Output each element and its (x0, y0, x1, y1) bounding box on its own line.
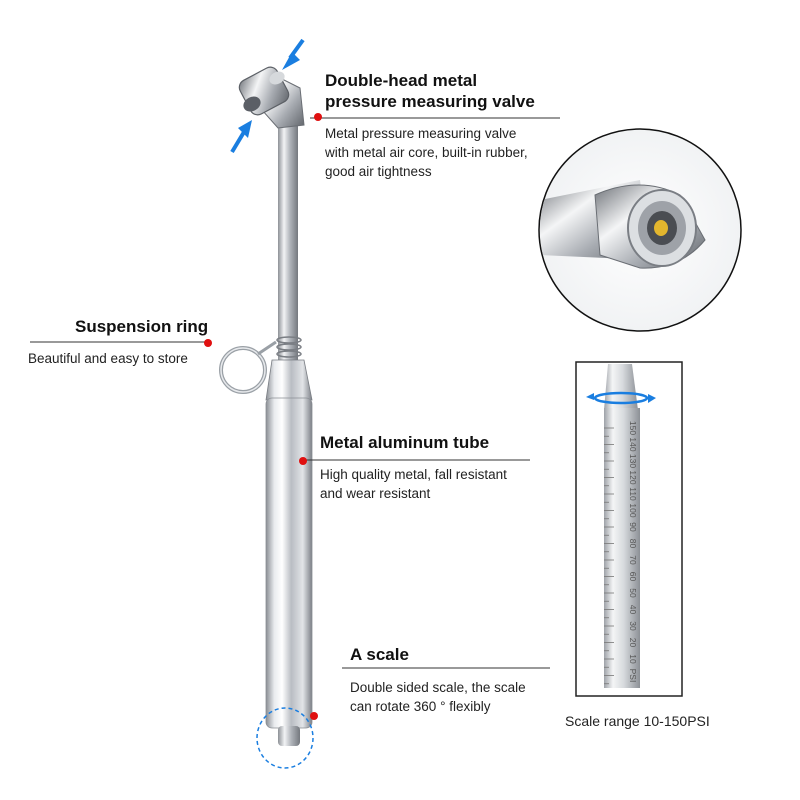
valve-desc-line3: good air tightness (325, 164, 432, 179)
callout-dots (204, 113, 322, 720)
valve-title-line2: pressure measuring valve (325, 92, 535, 111)
bottom-highlight-circle (256, 707, 314, 769)
scale-desc-line2: can rotate 360 ° flexibly (350, 699, 491, 714)
tube-description: High quality metal, fall resistant and w… (320, 465, 507, 503)
scale-tick-label: 10 (628, 654, 638, 664)
gauge-stem (278, 110, 298, 370)
valve-desc-line2: with metal air core, built-in rubber, (325, 145, 528, 160)
scale-tick-label: 110 (628, 487, 638, 501)
scale-desc-line1: Double sided scale, the scale (350, 680, 526, 695)
scale-tick-label: 100 (628, 503, 638, 517)
scale-tick-label: 30 (628, 621, 638, 631)
scale-tick-label: 90 (628, 522, 638, 532)
valve-title-line1: Double-head metal (325, 71, 478, 90)
suspension-ring-graphic (219, 340, 277, 394)
valve-description: Metal pressure measuring valve with meta… (325, 124, 528, 181)
scale-tick-label: 70 (628, 555, 638, 565)
tube-desc-line2: and wear resistant (320, 486, 431, 501)
tube-desc-line1: High quality metal, fall resistant (320, 467, 507, 482)
zoom-head-inset (538, 128, 742, 332)
scale-tick-label: 60 (628, 572, 638, 582)
head-arrows (230, 38, 305, 154)
scale-tick-label: 150 (628, 421, 638, 435)
scale-tick-label: 20 (628, 638, 638, 648)
scale-tick-label: 50 (628, 588, 638, 598)
scale-tick-label: PSI (628, 669, 638, 683)
scale-range-caption: Scale range 10-150PSI (565, 713, 710, 729)
scale-description: Double sided scale, the scale can rotate… (350, 678, 526, 716)
valve-desc-line1: Metal pressure measuring valve (325, 126, 517, 141)
valve-title: Double-head metal pressure measuring val… (325, 70, 535, 112)
tube-title: Metal aluminum tube (320, 433, 490, 452)
scale-tick-marks (604, 427, 614, 685)
gauge-tube (265, 397, 313, 746)
ring-description: Beautiful and easy to store (28, 351, 188, 366)
scale-tick-label: 140 (628, 437, 638, 451)
scale-tick-label: 80 (628, 539, 638, 549)
scale-tick-label: 40 (628, 605, 638, 615)
scale-tick-label: 130 (628, 454, 638, 468)
gauge-collar (265, 336, 313, 401)
scale-title: A scale (350, 645, 409, 664)
scale-tick-label: 120 (628, 470, 638, 484)
ring-title: Suspension ring (75, 317, 209, 336)
leader-lines (30, 117, 560, 669)
gauge-head (238, 66, 305, 129)
